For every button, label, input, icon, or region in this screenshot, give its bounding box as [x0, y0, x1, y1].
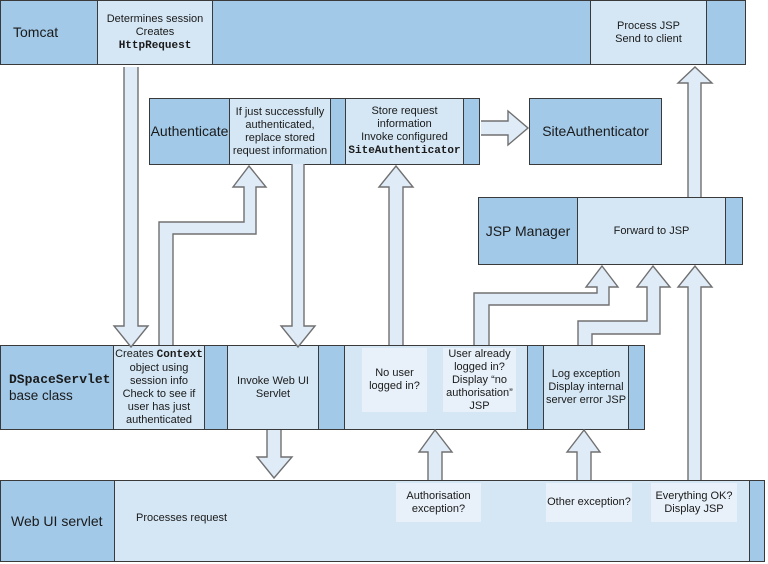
other-exception-patch: Other exception? [546, 483, 632, 522]
dspace-servlet-lane: DSpaceServlet base class Creates Context… [0, 345, 645, 430]
process-jsp-cell: Process JSP Send to client [591, 1, 707, 64]
arrow-no-user-to-store-request [377, 164, 415, 345]
arrow-jsp-manager-to-process-jsp [676, 66, 714, 197]
if-just-authenticated-text: If just successfully authenticated, repl… [232, 105, 328, 157]
arrow-creates-context-to-if-just [158, 164, 268, 345]
arrow-other-exception-to-log-exception [565, 428, 602, 480]
everything-ok-patch: Everything OK? Display JSP [651, 483, 737, 522]
no-user-logged-in-patch: No user logged in? [362, 348, 427, 412]
authenticate-label-cell: Authenticate [150, 99, 230, 164]
creates-context-cell: Creates Context object using session inf… [114, 346, 205, 429]
dspace-lane-gap-1 [205, 346, 228, 429]
site-authenticator-box: SiteAuthenticator [529, 98, 662, 165]
tomcat-lane-gap [213, 1, 591, 64]
jsp-manager-lane: JSP Manager Forward to JSP [478, 197, 743, 265]
dspace-lane-tail [629, 346, 644, 429]
process-jsp-text: Process JSP Send to client [615, 19, 682, 45]
user-already-logged-in-patch: User already logged in? Display “no auth… [443, 348, 516, 412]
forward-to-jsp-text: Forward to JSP [613, 224, 690, 237]
dspace-lane-gap-3 [528, 346, 544, 429]
forward-to-jsp-cell: Forward to JSP [578, 198, 726, 264]
jsp-manager-label-cell: JSP Manager [479, 198, 578, 264]
determines-session-text: Determines session Creates HttpRequest [106, 12, 204, 52]
authorisation-exception-patch: Authorisation exception? [396, 483, 481, 522]
log-exception-cell: Log exception Display internal server er… [544, 346, 629, 429]
webui-servlet-main-cell: Processes request Authorisation exceptio… [115, 481, 749, 561]
arrow-everything-ok-to-forward-jsp [676, 264, 714, 480]
tomcat-label: Tomcat [13, 24, 59, 40]
dspace-servlet-label-cell: DSpaceServlet base class [1, 346, 114, 429]
if-just-authenticated-cell: If just successfully authenticated, repl… [230, 99, 331, 164]
jsp-manager-lane-tail [726, 198, 742, 264]
invoke-webui-cell: Invoke Web UI Servlet [228, 346, 319, 429]
processes-request-text: Processes request [136, 512, 228, 524]
login-check-container: No user logged in? User already logged i… [345, 346, 528, 429]
arrow-user-already-to-forward-jsp [473, 264, 620, 345]
arrow-invoke-webui-to-processes-request [255, 430, 294, 480]
arrow-if-just-to-invoke-webui [279, 164, 317, 349]
arrow-authorisation-exception-to-login-check [417, 428, 454, 480]
authenticate-lane-tail [464, 99, 479, 164]
webui-lane-tail [749, 481, 764, 561]
log-exception-text: Log exception Display internal server er… [545, 368, 627, 406]
dspace-lane-gap-2 [319, 346, 345, 429]
webui-servlet-label: Web UI servlet [11, 512, 103, 529]
store-request-cell: Store request information Invoke configu… [346, 99, 464, 164]
tomcat-lane-tail [707, 1, 745, 64]
store-request-text: Store request information Invoke configu… [348, 105, 461, 157]
determines-session-cell: Determines session Creates HttpRequest [98, 1, 213, 64]
arrow-determines-to-creates-context [112, 67, 150, 349]
jsp-manager-label: JSP Manager [485, 222, 571, 239]
dspace-servlet-label: DSpaceServlet base class [9, 371, 111, 403]
webui-servlet-label-cell: Web UI servlet [1, 481, 115, 561]
authenticate-label: Authenticate [150, 123, 229, 139]
site-authenticator-label: SiteAuthenticator [542, 123, 649, 139]
arrow-log-exception-to-forward-jsp [577, 264, 672, 345]
authenticate-lane-gap [331, 99, 346, 164]
arrow-store-request-to-site-authenticator [481, 109, 530, 147]
tomcat-lane-label-cell: Tomcat [1, 1, 98, 64]
authenticate-lane: Authenticate If just successfully authen… [149, 98, 480, 165]
invoke-webui-text: Invoke Web UI Servlet [237, 374, 309, 400]
creates-context-text: Creates Context object using session inf… [115, 348, 203, 426]
tomcat-lane: Tomcat Determines session Creates HttpRe… [0, 0, 746, 65]
webui-servlet-lane: Web UI servlet Processes request Authori… [0, 480, 765, 562]
